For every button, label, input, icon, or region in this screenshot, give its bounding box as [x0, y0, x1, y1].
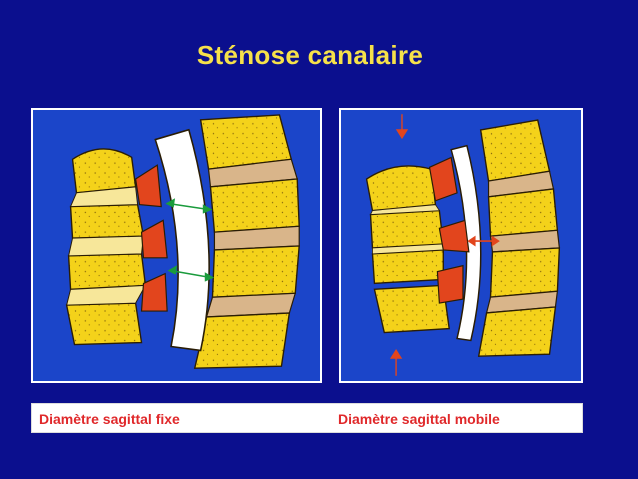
spinal-canal-icon	[154, 128, 210, 352]
ligament-icon	[134, 164, 162, 208]
vertebra-icon	[67, 253, 147, 291]
vertebral-bodies	[477, 119, 561, 357]
measure-arrow-icon	[167, 265, 215, 282]
measure-arrow-icon	[165, 198, 213, 214]
ligament-icon	[438, 219, 470, 253]
posterior-arches	[65, 148, 147, 346]
vertebra-icon	[209, 178, 300, 233]
vertebra-icon	[487, 188, 559, 237]
disc-icon	[369, 204, 441, 215]
mobile-sagittal-diameter-diagram	[365, 114, 561, 376]
ligament-icon	[436, 264, 464, 304]
caption-bar: Diamètre sagittal fixe Diamètre sagittal…	[31, 403, 583, 433]
vertebra-icon	[365, 165, 437, 212]
measure-arrow-icon	[467, 235, 500, 247]
caption-fixed-diameter: Diamètre sagittal fixe	[39, 411, 180, 427]
compression-arrow-icon	[395, 114, 409, 140]
caption-mobile-diameter: Diamètre sagittal mobile	[338, 411, 500, 427]
vertebra-icon	[489, 247, 561, 298]
disc-icon	[65, 284, 147, 306]
vertebra-icon	[71, 148, 137, 194]
vertebra-icon	[193, 312, 291, 369]
ligament-icon	[140, 219, 168, 259]
vertebra-icon	[477, 306, 557, 357]
fixed-diameter-panel	[31, 108, 322, 383]
vertebra-icon	[373, 284, 450, 334]
slide-title: Sténose canalaire	[196, 40, 424, 70]
vertebra-icon	[65, 302, 143, 346]
compression-arrow-icon	[389, 348, 403, 376]
fixed-sagittal-diameter-diagram	[65, 114, 300, 369]
vertebra-icon	[369, 209, 445, 249]
vertebra-icon	[69, 203, 145, 239]
disc-icon	[69, 186, 139, 208]
vertebra-icon	[211, 245, 300, 298]
disc-icon	[67, 235, 145, 257]
vertebra-icon	[371, 249, 444, 285]
mobile-diameter-panel	[339, 108, 583, 383]
ligament-icon	[140, 272, 168, 312]
spinal-canal-icon	[450, 144, 482, 342]
ligament-icon	[428, 156, 458, 202]
vertebral-bodies	[193, 114, 300, 369]
vertebra-icon	[479, 119, 551, 182]
